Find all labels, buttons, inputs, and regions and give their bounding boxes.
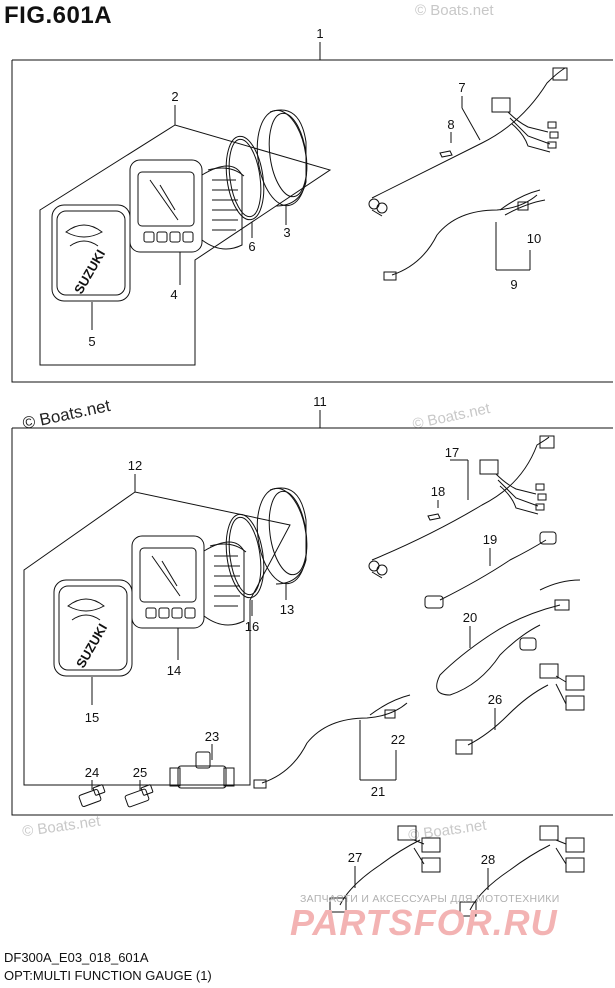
cable-19 — [424, 531, 557, 609]
harness-7 — [368, 67, 568, 217]
callout-28: 28 — [481, 852, 495, 867]
callout-21: 21 — [371, 784, 385, 799]
callout-16: 16 — [245, 619, 259, 634]
callout-2: 2 — [171, 89, 178, 104]
callout-23: 23 — [205, 729, 219, 744]
harness-26 — [455, 663, 585, 755]
callout-1: 1 — [316, 26, 323, 41]
callout-20: 20 — [463, 610, 477, 625]
brand-logo-cap-5: SUZUKI — [71, 247, 108, 296]
callout-5: 5 — [88, 334, 95, 349]
callout-27: 27 — [348, 850, 362, 865]
harness-21 — [253, 694, 411, 789]
callout-14: 14 — [167, 663, 181, 678]
harness-27 — [329, 825, 441, 913]
callout-3: 3 — [283, 225, 290, 240]
callout-8: 8 — [447, 117, 454, 132]
gauge-4 — [129, 159, 245, 253]
callout-19: 19 — [483, 532, 497, 547]
watermark-boats-top-right: © Boats.net — [415, 2, 494, 19]
figure-title: FIG.601A — [4, 2, 113, 29]
callout-12: 12 — [128, 458, 142, 473]
footer-code: DF300A_E03_018_601A — [4, 950, 149, 965]
footer-caption: OPT:MULTI FUNCTION GAUGE (1) — [4, 968, 212, 983]
nut-ring-3 — [256, 109, 308, 207]
front-cap-5 — [51, 204, 131, 302]
callout-15: 15 — [85, 710, 99, 725]
gauge-14 — [131, 535, 247, 629]
front-cap-15 — [53, 579, 133, 677]
group-11-frame — [11, 428, 613, 816]
t-connector-23 — [169, 751, 235, 789]
group-1-frame — [11, 60, 613, 383]
partsfor-subtitle-watermark: ЗАПЧАСТИ И АКСЕССУАРЫ ДЛЯ МОТОТЕХНИКИ — [300, 893, 560, 905]
o-ring-16 — [225, 513, 265, 599]
terminator-24 — [78, 784, 106, 807]
callout-22: 22 — [391, 732, 405, 747]
terminator-25 — [124, 784, 154, 808]
callout-25: 25 — [133, 765, 147, 780]
callout-13: 13 — [280, 602, 294, 617]
screw-8 — [439, 150, 453, 158]
callout-4: 4 — [170, 287, 177, 302]
callout-11: 11 — [313, 394, 327, 409]
cable-20 — [436, 579, 581, 696]
harness-9 — [383, 189, 546, 281]
harness-28 — [459, 825, 585, 917]
brand-logo-cap-15: SUZUKI — [73, 621, 110, 670]
callout-6: 6 — [248, 239, 255, 254]
harness-17 — [368, 435, 555, 579]
callout-17: 17 — [445, 445, 459, 460]
callout-26: 26 — [488, 692, 502, 707]
o-ring-6 — [225, 135, 265, 221]
kit-2-outline — [39, 124, 332, 366]
screw-18 — [427, 513, 441, 521]
nut-ring-13 — [256, 487, 308, 585]
callout-18: 18 — [431, 484, 445, 499]
callout-9: 9 — [510, 277, 517, 292]
callout-24: 24 — [85, 765, 99, 780]
callout-10: 10 — [527, 231, 541, 246]
partsfor-logo-watermark: PARTSFOR.RU — [290, 902, 558, 943]
callout-7: 7 — [458, 80, 465, 95]
